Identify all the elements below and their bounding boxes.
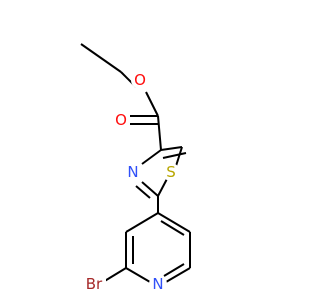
pyridine-nitrogen-bg — [149, 275, 167, 293]
o-ester-bg — [131, 71, 149, 89]
bromine-label: Br — [86, 275, 103, 293]
bromine-bg — [82, 274, 106, 294]
bond-c2-n3-double-2 — [135, 185, 151, 199]
atom-labels: O O S N N Br — [82, 71, 180, 294]
bond-py-c6-n-inner — [163, 263, 185, 277]
bond-c4-c5-double-1 — [160, 146, 183, 151]
bond-ch3-ch2 — [80, 43, 122, 73]
thiazole-nitrogen-bg — [124, 163, 142, 181]
bond-py-c4-c5-inner — [160, 220, 185, 236]
bond-py-n-c2 — [125, 267, 151, 283]
o-carbonyl-bg — [112, 111, 130, 129]
molecule-structure: O O S N N Br — [80, 43, 191, 294]
bond-c2-n3-double-1 — [141, 181, 159, 197]
bond-py-c4-c3 — [125, 212, 159, 233]
o-carbonyl-label: O — [115, 111, 127, 129]
bond-py-c6-n — [165, 267, 191, 283]
bond-c5-s — [175, 146, 183, 167]
bond-py-c2-br — [102, 267, 127, 283]
o-ester-label: O — [134, 71, 146, 89]
bond-o-carbonyl-carbon — [145, 91, 159, 117]
bond-py-c4-c5 — [157, 212, 191, 233]
bond-n3-c4 — [141, 149, 162, 165]
pyridine-nitrogen-label: N — [152, 275, 163, 293]
bond-s-c2 — [157, 176, 169, 197]
thiazole-nitrogen-label: N — [127, 163, 138, 181]
sulfur-bg — [162, 163, 180, 181]
bond-c4-c5-double-2 — [162, 152, 187, 159]
bonds — [80, 43, 191, 283]
sulfur-label: S — [166, 163, 176, 181]
bond-carbonyl-c4 — [157, 115, 162, 151]
